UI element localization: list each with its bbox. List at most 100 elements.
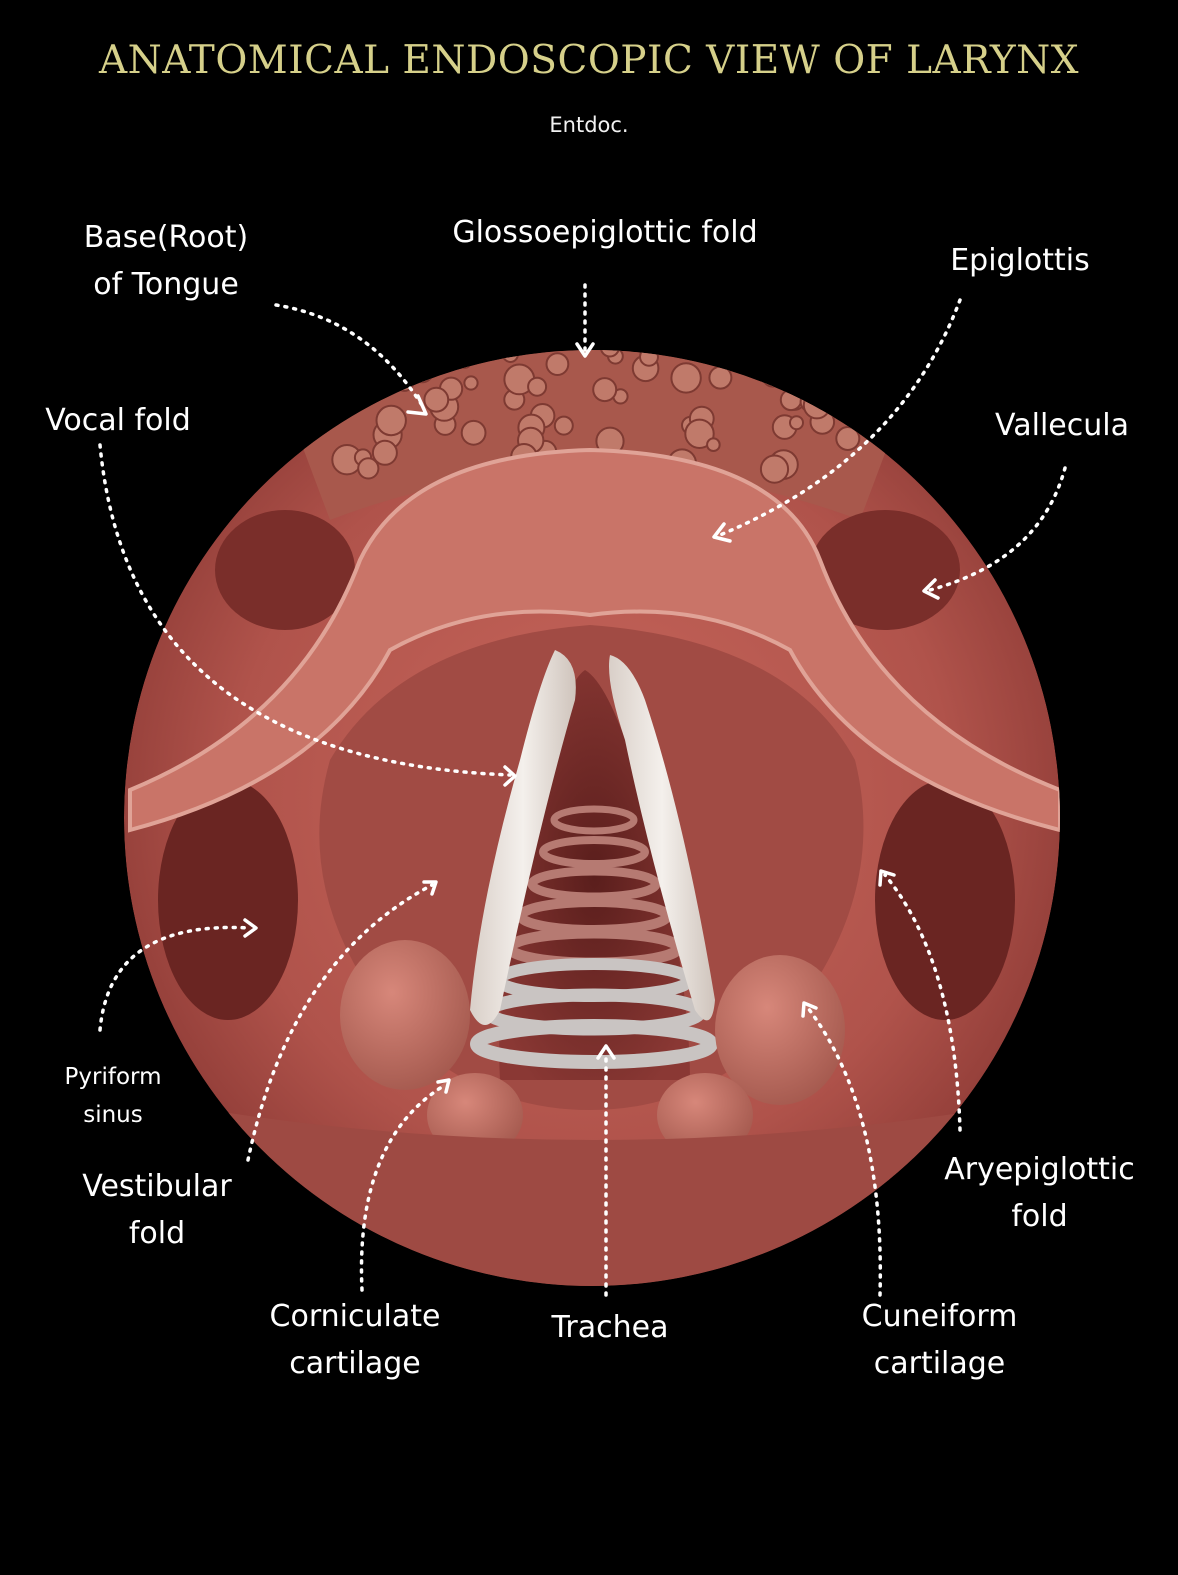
- papilla: [760, 367, 776, 383]
- papilla: [599, 350, 621, 358]
- papilla: [689, 350, 715, 360]
- arrowhead-epiglottis: [712, 522, 732, 543]
- papilla: [309, 371, 332, 394]
- papilla: [375, 404, 407, 437]
- tracheal-ring: [470, 1019, 718, 1069]
- arrowhead-base-of-tongue: [406, 394, 428, 416]
- papilla: [802, 391, 832, 420]
- papilla: [529, 328, 548, 347]
- cuneiform-right-shape: [715, 955, 845, 1105]
- papilla: [674, 350, 692, 357]
- label-glossoepiglottic-fold: Glossoepiglottic fold: [452, 215, 758, 250]
- papilla: [670, 362, 702, 394]
- papilla: [708, 365, 733, 390]
- papilla: [745, 362, 762, 378]
- papilla: [788, 370, 807, 390]
- tracheal-ring: [550, 805, 638, 835]
- leader-aryepiglottic: [883, 873, 962, 1132]
- tracheal-ring: [539, 836, 649, 868]
- leader-vestibular: [246, 883, 434, 1162]
- papilla: [371, 439, 398, 466]
- papilla: [455, 297, 470, 312]
- papilla: [759, 321, 777, 339]
- cuneiform-left-shape: [340, 940, 470, 1090]
- papilla: [457, 353, 473, 369]
- arrowhead-aryepiglottic: [878, 869, 896, 887]
- label-vallecula: Vallecula: [995, 408, 1129, 443]
- arrowhead-trachea: [596, 1044, 616, 1060]
- papilla: [804, 361, 835, 392]
- pyriform-left-shape: [158, 780, 298, 1020]
- label-pyriform-sinus: Pyriform sinus: [64, 1064, 162, 1128]
- papilla: [843, 366, 862, 385]
- leader-vallecula: [928, 466, 1067, 592]
- papilla: [824, 350, 847, 367]
- papilla: [531, 289, 557, 315]
- papilla: [460, 419, 487, 446]
- papilla: [602, 299, 622, 319]
- papilla: [553, 415, 574, 436]
- papilla: [684, 418, 715, 449]
- papilla: [312, 398, 329, 414]
- papilla: [391, 376, 407, 392]
- vallecula-right-shape: [810, 510, 960, 630]
- papilla: [421, 310, 446, 335]
- label-cuneiform-cartilage: Cuneiform cartilage: [861, 1299, 1018, 1381]
- papilla: [369, 359, 401, 392]
- label-corniculate-cartilage: Corniculate cartilage: [269, 1299, 441, 1381]
- papilla: [761, 365, 784, 388]
- papilla: [759, 454, 790, 484]
- papilla: [592, 377, 618, 403]
- papilla: [557, 309, 570, 322]
- papilla: [410, 359, 435, 384]
- papilla: [463, 375, 479, 391]
- label-base-of-tongue: Base(Root) of Tongue: [83, 220, 249, 302]
- papilla: [816, 350, 848, 381]
- arrow-heads: [243, 342, 940, 1094]
- papilla: [775, 350, 805, 354]
- papilla: [789, 415, 804, 431]
- leader-pyriform: [98, 925, 252, 1032]
- papilla: [665, 315, 681, 331]
- arrowhead-cuneiform: [801, 1001, 818, 1018]
- papilla: [527, 376, 548, 397]
- papilla: [835, 426, 861, 451]
- vocal-fold-right-shape: [609, 655, 715, 1021]
- papilla: [672, 316, 694, 338]
- papilla: [727, 350, 748, 370]
- label-vocal-fold: Vocal fold: [45, 403, 191, 438]
- papilla: [503, 331, 520, 348]
- arrowhead-vocal-fold: [503, 765, 517, 787]
- pyriform-right-shape: [875, 780, 1015, 1020]
- arrowhead-vallecula: [922, 578, 940, 600]
- papilla: [545, 352, 570, 377]
- leader-base-of-tongue: [274, 303, 427, 412]
- papilla: [779, 388, 803, 412]
- papilla: [611, 295, 629, 313]
- label-aryepiglottic-fold: Aryepiglottic fold: [944, 1152, 1135, 1234]
- papilla: [314, 397, 330, 414]
- papilla: [504, 327, 523, 346]
- papilla: [496, 350, 516, 352]
- papilla: [798, 379, 821, 401]
- papilla: [423, 386, 450, 413]
- leader-vocal-fold: [98, 443, 512, 777]
- papilla: [706, 437, 721, 453]
- leader-lines: [98, 283, 1067, 1297]
- papilla: [337, 350, 358, 370]
- vocal-fold-left-shape: [470, 650, 576, 1025]
- page-title: ANATOMICAL ENDOSCOPIC VIEW OF LARYNX: [98, 38, 1079, 83]
- arrowhead-glossoepiglottic: [575, 342, 595, 358]
- arrowhead-vestibular: [422, 880, 438, 896]
- papilla: [528, 308, 549, 329]
- papilla: [639, 350, 659, 367]
- credit-text: Entdoc.: [549, 113, 629, 137]
- papilla: [520, 308, 535, 323]
- papilla: [786, 359, 810, 383]
- label-epiglottis: Epiglottis: [950, 243, 1090, 278]
- arrowhead-corniculate: [436, 1078, 451, 1094]
- endoscopic-field: [124, 289, 1060, 1286]
- papilla: [475, 289, 504, 318]
- papilla: [352, 375, 371, 394]
